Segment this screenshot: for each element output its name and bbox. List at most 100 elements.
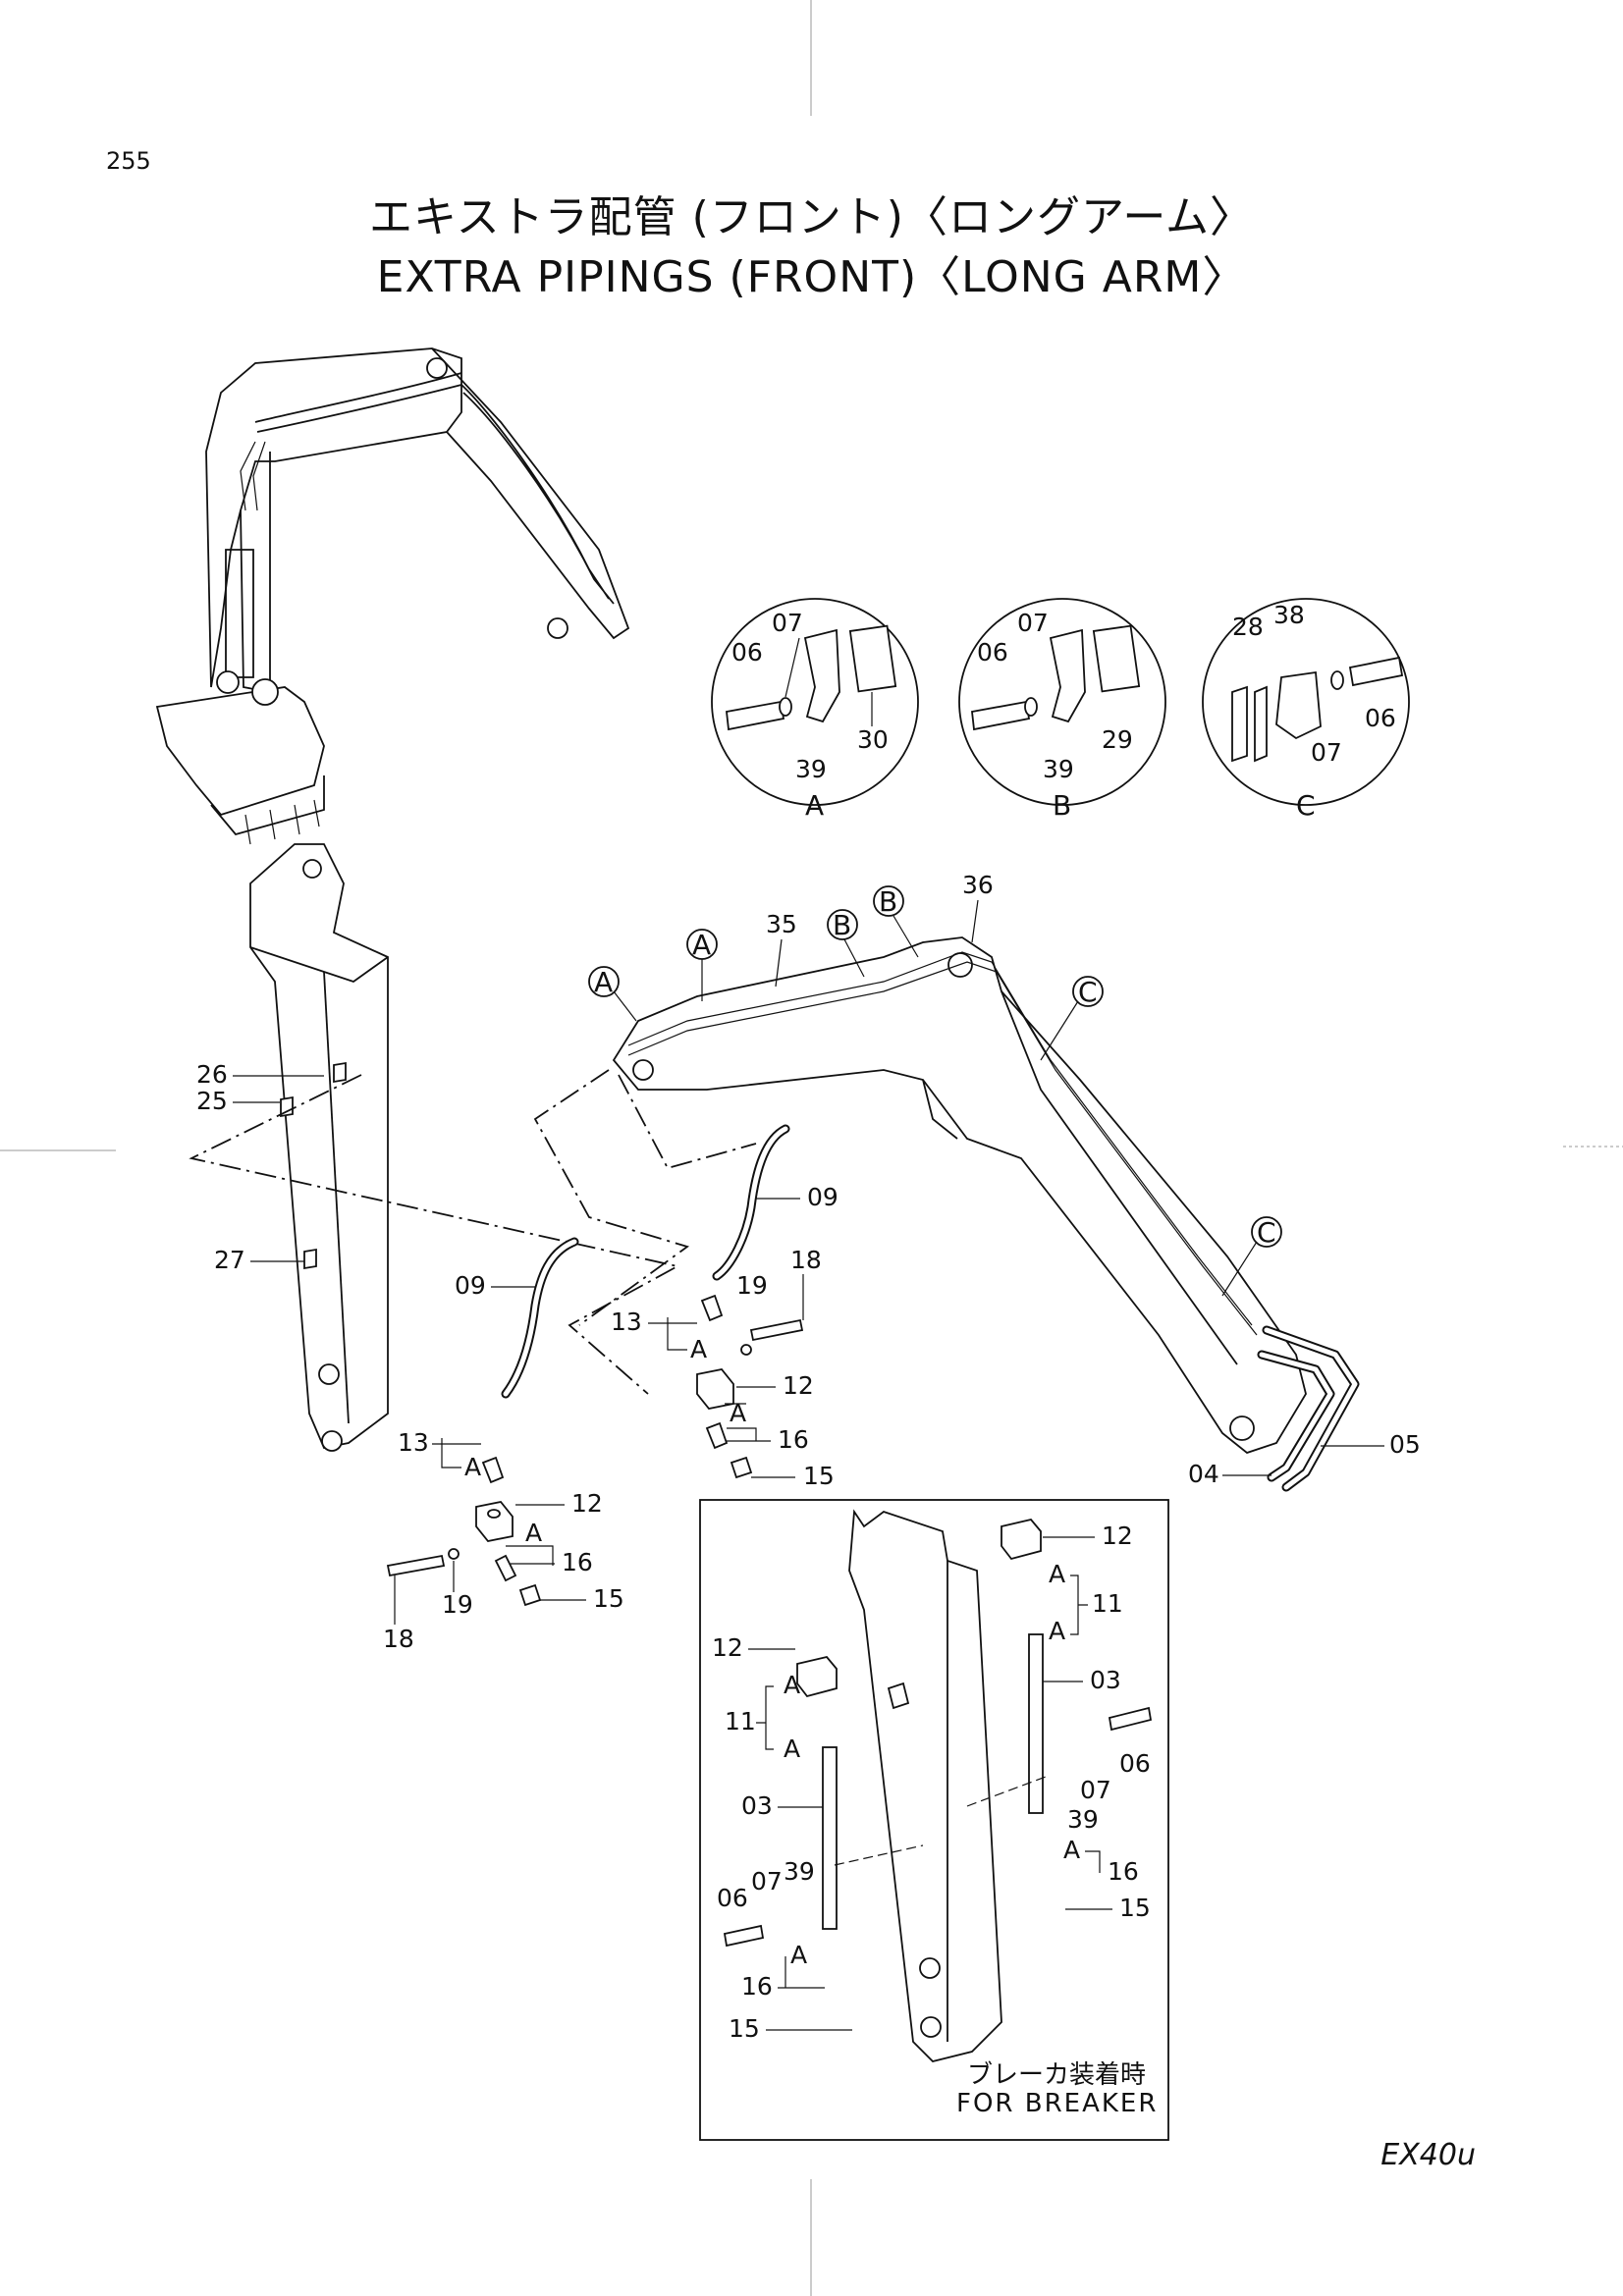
label-15-box-left: 15: [729, 2014, 760, 2043]
svg-text:C: C: [1257, 1216, 1276, 1249]
label-36: 36: [962, 871, 994, 899]
detail-c-letter: C: [1296, 789, 1316, 822]
label-26: 26: [196, 1060, 228, 1089]
callout-a-2: A: [686, 929, 718, 1001]
arm-pipes: [627, 951, 1360, 1492]
label-03-box-right: 03: [1090, 1666, 1121, 1694]
label-15-mid: 15: [803, 1462, 835, 1490]
label-07-box-right: 07: [1080, 1776, 1111, 1804]
boom-pin-mid: [318, 1363, 340, 1385]
boom-left: [249, 843, 389, 1452]
arm-pin-rear: [632, 1059, 654, 1081]
callout-c-2: C: [1221, 1216, 1282, 1297]
overview-front-attachment: [155, 347, 630, 845]
breaker-label-en: FOR BREAKER: [956, 2089, 1159, 2118]
arm-pin-bottom: [1229, 1415, 1255, 1441]
detail-b-part-07: 07: [1017, 609, 1049, 637]
breaker-label-jp: ブレーカ装着時: [967, 2060, 1147, 2090]
detail-c-part-28: 28: [1232, 613, 1264, 641]
label-05: 05: [1389, 1430, 1421, 1459]
svg-text:A: A: [690, 1335, 707, 1363]
detail-c-part-06: 06: [1365, 704, 1396, 732]
detail-b-part-06: 06: [977, 638, 1008, 667]
page-number: 255: [106, 147, 151, 175]
routing-path-left: [189, 1074, 680, 1395]
svg-text:A: A: [790, 1941, 807, 1969]
svg-text:A: A: [730, 1399, 746, 1427]
detail-c-part-38: 38: [1273, 601, 1305, 629]
label-11-box-left: 11: [725, 1707, 756, 1735]
boom-pin-top: [302, 859, 322, 879]
routing-path-upper: [618, 1074, 757, 1170]
svg-text:A: A: [1049, 1617, 1065, 1645]
label-09-right: 09: [807, 1183, 839, 1211]
svg-text:A: A: [784, 1671, 800, 1699]
title-english: EXTRA PIPINGS (FRONT)〈LONG ARM〉: [376, 252, 1247, 302]
routing-path-right: [533, 1069, 689, 1326]
label-39-box-right: 39: [1067, 1805, 1099, 1834]
label-16-box-right: 16: [1108, 1857, 1139, 1886]
svg-text:A: A: [784, 1735, 800, 1763]
overview-pin-lower: [547, 617, 568, 639]
detail-c-part-07: 07: [1311, 738, 1342, 767]
label-16-left: 16: [562, 1548, 593, 1576]
callout-c-1: C: [1040, 976, 1104, 1061]
label-13-mid: 13: [611, 1308, 642, 1336]
svg-text:B: B: [879, 885, 897, 918]
detail-c: 28 38 06 07 C: [1202, 598, 1410, 822]
label-12-box-right: 12: [1102, 1522, 1133, 1550]
svg-text:A: A: [1063, 1836, 1080, 1864]
boom-pin-bottom: [321, 1430, 343, 1452]
label-15-box-right: 15: [1119, 1894, 1151, 1922]
detail-b: 06 07 39 29 B: [958, 598, 1166, 822]
label-12-mid: 12: [783, 1371, 814, 1400]
label-04: 04: [1188, 1460, 1219, 1488]
part-labels: 26 25 27 09 09 35 36 18 19 13 12 16 15 0…: [196, 871, 1421, 2043]
detail-b-letter: B: [1053, 789, 1071, 822]
detail-a-part-30: 30: [857, 725, 889, 754]
fittings-left: [386, 1456, 542, 1607]
a-bracket-marks: A A A A A A A A A A: [441, 1317, 1101, 1988]
label-11-box-right: 11: [1092, 1589, 1123, 1618]
breaker-box: [699, 1499, 1169, 2141]
label-15-left: 15: [593, 1584, 624, 1613]
label-18-mid: 18: [790, 1246, 822, 1274]
detail-a-part-07: 07: [772, 609, 803, 637]
label-19-mid: 19: [736, 1271, 768, 1300]
overview-pin-bucket: [216, 670, 240, 694]
label-06-box-left: 06: [717, 1884, 748, 1912]
title-japanese: エキストラ配管 (フロント)〈ロングアーム〉: [368, 192, 1255, 242]
callout-b-1: B: [827, 909, 865, 978]
detail-a-letter: A: [805, 789, 824, 822]
label-06-box-right: 06: [1119, 1749, 1151, 1778]
label-27: 27: [214, 1246, 245, 1274]
callout-a-1: A: [588, 966, 637, 1022]
label-39-box-left: 39: [784, 1857, 815, 1886]
label-19-left: 19: [442, 1590, 473, 1619]
svg-text:B: B: [833, 909, 851, 941]
hoses-09: [501, 1124, 790, 1399]
svg-text:A: A: [525, 1519, 542, 1547]
label-09-left: 09: [455, 1271, 486, 1300]
label-16-mid: 16: [778, 1425, 809, 1454]
label-13-left: 13: [398, 1428, 429, 1457]
detail-a: 06 07 39 30 A: [711, 598, 919, 822]
detail-a-part-06: 06: [731, 638, 763, 667]
svg-text:C: C: [1078, 976, 1098, 1008]
svg-text:A: A: [464, 1453, 481, 1481]
overview-pin-upper: [426, 357, 448, 379]
arm-right: [612, 936, 1307, 1455]
model-code: EX40u: [1380, 2138, 1476, 2172]
svg-text:A: A: [692, 929, 711, 961]
label-25: 25: [196, 1087, 228, 1115]
callout-b-2: B: [873, 885, 919, 958]
svg-text:A: A: [1049, 1560, 1065, 1588]
label-18-left: 18: [383, 1625, 414, 1653]
label-35: 35: [766, 910, 797, 938]
label-16-box-left: 16: [741, 1972, 773, 2001]
label-07-box-left: 07: [751, 1867, 783, 1896]
detail-b-part-29: 29: [1102, 725, 1133, 754]
svg-text:A: A: [594, 966, 613, 998]
label-12-left: 12: [571, 1489, 603, 1518]
